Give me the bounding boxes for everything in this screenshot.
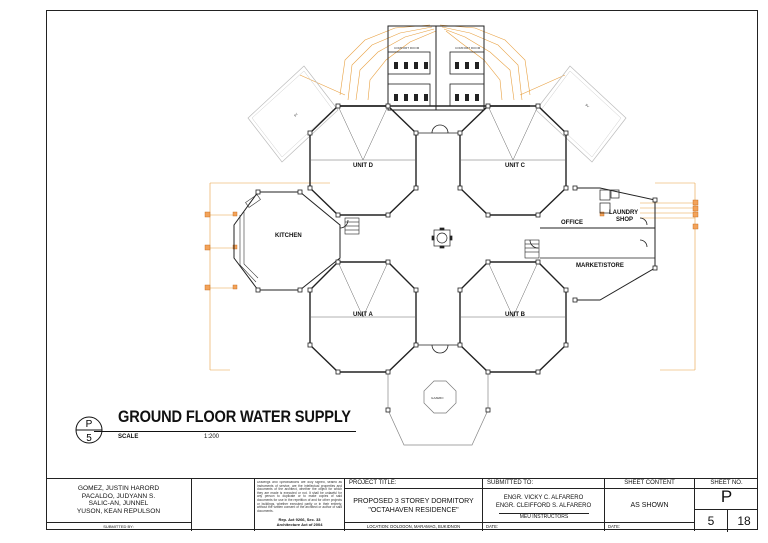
ra-line-1: Rep. Act 9266, Sec. 33 bbox=[278, 517, 321, 522]
submitted-to-label: SUBMITTED TO: bbox=[483, 479, 604, 489]
ra-line-2: Architecture Act of 2004 bbox=[276, 522, 323, 527]
valve-markers bbox=[204, 199, 699, 291]
student-name: GOMEZ, JUSTIN HARORD bbox=[77, 485, 160, 492]
student-name: PACALDO, JUDYANN S. bbox=[81, 492, 156, 500]
tb-copyright: Drawings and Specifications are duly sig… bbox=[254, 479, 344, 531]
drawing-title: GROUND FLOOR WATER SUPPLY bbox=[118, 407, 351, 426]
room-label-unit-a: UNIT A bbox=[353, 312, 373, 318]
instructor-name: ENGR. VICKY C. ALFARERO bbox=[503, 495, 584, 501]
sheet-total: 18 bbox=[727, 510, 760, 532]
student-name: SALIC-AN, JUNNEL bbox=[88, 500, 149, 508]
laundry-machines bbox=[599, 189, 620, 214]
instructor-name: ENGR. CLEIFFORD S. ALFARERO bbox=[495, 503, 592, 509]
room-label-kitchen: KITCHEN bbox=[275, 233, 302, 239]
title-block: GOMEZ, JUSTIN HARORD PACALDO, JUDYANN S.… bbox=[46, 478, 758, 532]
ra-reference: Rep. Act 9266, Sec. 33 Architecture Act … bbox=[255, 517, 344, 527]
project-title: PROPOSED 3 STOREY DORMITORY "OCTAHAVEN R… bbox=[345, 497, 482, 515]
tb-sheet-no: SHEET NO. P 5 18 bbox=[694, 479, 758, 532]
water-supply-piping bbox=[207, 24, 696, 371]
sheet-reference-bubble: P 5 bbox=[75, 416, 103, 444]
bubble-letter: P bbox=[86, 419, 93, 430]
tower-left-label: SV bbox=[293, 112, 299, 118]
sheet-content-label: SHEET CONTENT bbox=[605, 479, 694, 489]
room-label-unit-b: UNIT B bbox=[505, 312, 526, 318]
gazebo-label: GAZEBO bbox=[431, 396, 444, 400]
partitions bbox=[310, 105, 566, 318]
tower-left: SV bbox=[247, 65, 339, 163]
submitted-by-label: SUBMITTED BY: bbox=[46, 522, 191, 531]
project-location: LOCATION: DOLOGON, MARAMAG, BUKIDNON bbox=[345, 522, 482, 531]
tb-sheet-content: SHEET CONTENT AS SHOWN DATE: bbox=[604, 479, 694, 531]
scale-value: 1:200 bbox=[204, 434, 220, 440]
bubble-number: 5 bbox=[86, 433, 92, 444]
drawing-title-underline bbox=[94, 431, 356, 432]
room-label-unit-d: UNIT D bbox=[353, 163, 374, 169]
sheet-index-row: 5 18 bbox=[695, 509, 758, 532]
tb-project: PROJECT TITLE: PROPOSED 3 STOREY DORMITO… bbox=[344, 479, 482, 531]
room-label-office: OFFICE bbox=[561, 220, 583, 226]
column-markers bbox=[255, 103, 658, 413]
comfort-room-right-label: COMFORT ROOM bbox=[455, 46, 481, 50]
floor-plan: SV SV COMFORT ROOM COMFORT ROOM bbox=[204, 24, 699, 446]
project-title-line-2: "OCTAHAVEN RESIDENCE" bbox=[368, 507, 459, 514]
scale-label: SCALE bbox=[118, 434, 139, 440]
stairs bbox=[344, 217, 540, 259]
comfort-room-left-label: COMFORT ROOM bbox=[394, 46, 420, 50]
project-title-label: PROJECT TITLE: bbox=[345, 479, 482, 489]
center-table-icon bbox=[431, 227, 453, 249]
tower-right-label: SV bbox=[584, 103, 590, 109]
tower-right: SV bbox=[535, 65, 627, 163]
project-title-line-1: PROPOSED 3 STOREY DORMITORY bbox=[353, 498, 474, 505]
date-label-content: DATE: bbox=[605, 522, 694, 531]
sheet-content-value: AS SHOWN bbox=[630, 502, 669, 509]
sheet-no-label: SHEET NO. bbox=[695, 479, 758, 489]
instructors: ENGR. VICKY C. ALFARERO ENGR. CLEIFFORD … bbox=[483, 494, 604, 510]
date-label-submitted: DATE: bbox=[483, 522, 604, 531]
instructor-role: MEU INSTRUCTORS bbox=[499, 513, 589, 520]
copyright-note: Drawings and Specifications are duly sig… bbox=[257, 481, 342, 513]
student-list: GOMEZ, JUSTIN HARORD PACALDO, JUDYANN S.… bbox=[46, 485, 191, 515]
gazebo-icon: GAZEBO bbox=[423, 380, 457, 414]
tb-blank bbox=[191, 479, 254, 531]
room-label-unit-c: UNIT C bbox=[505, 163, 526, 169]
student-name: YUSON, KEAN REPULSON bbox=[76, 507, 161, 515]
sheet-index: 5 bbox=[707, 514, 715, 528]
sheet-border bbox=[46, 10, 758, 530]
door-swings bbox=[339, 124, 648, 354]
sheet-letter: P bbox=[720, 487, 733, 506]
tb-students: GOMEZ, JUSTIN HARORD PACALDO, JUDYANN S.… bbox=[46, 479, 191, 531]
kitchen-counter bbox=[239, 194, 261, 283]
room-label-market: MARKET/STORE bbox=[576, 263, 624, 269]
room-label-laundry: LAUNDRY SHOP bbox=[609, 210, 640, 223]
tb-submitted-to: SUBMITTED TO: ENGR. VICKY C. ALFARERO EN… bbox=[482, 479, 604, 531]
